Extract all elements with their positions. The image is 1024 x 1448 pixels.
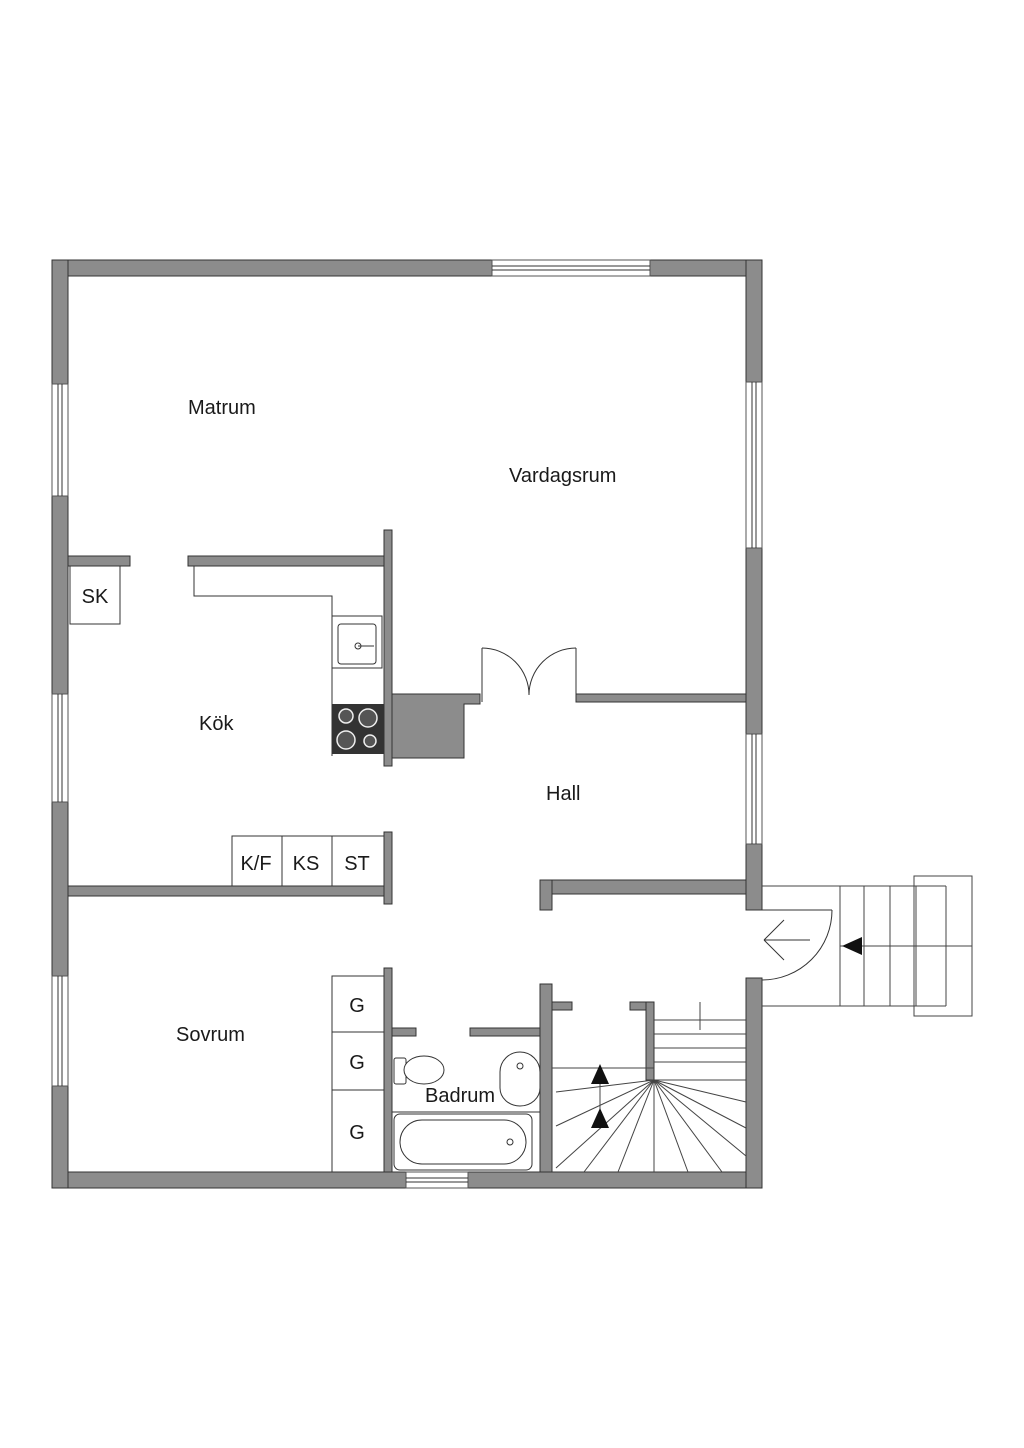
window-right-hall: [745, 733, 763, 845]
window-left-kok: [51, 693, 69, 803]
stair-arrow-up-icon-2: [591, 1108, 609, 1128]
exterior-staircase: [762, 875, 973, 1017]
kitchen-counter: [193, 566, 383, 756]
windows: [51, 259, 763, 1189]
room-label-matrum: Matrum: [188, 397, 256, 419]
wardrobes: [331, 975, 385, 1173]
window-bottom-badrum: [405, 1171, 469, 1189]
room-label-vardagsrum: Vardagsrum: [509, 465, 616, 487]
fixture-label-wardrobe-3: G: [349, 1122, 365, 1144]
room-label-sovrum: Sovrum: [176, 1024, 245, 1046]
bathtub-icon: [393, 1113, 533, 1171]
window-top: [491, 259, 651, 277]
entrance-door: [761, 909, 833, 981]
fixture-label-st: ST: [344, 853, 370, 875]
room-label-kok: Kök: [199, 713, 234, 735]
stair-arrow-up-icon: [591, 1064, 609, 1084]
window-left-sovrum: [51, 975, 69, 1087]
room-label-hall: Hall: [546, 783, 580, 805]
double-door-hall: [481, 647, 577, 702]
window-left-matrum: [51, 383, 69, 497]
entrance-arrow-icon: [842, 937, 862, 955]
room-label-badrum: Badrum: [425, 1085, 495, 1107]
fixture-label-kf: K/F: [240, 853, 271, 875]
fixture-label-ks: KS: [293, 853, 320, 875]
toilet-icon: [393, 1055, 445, 1085]
fixture-label-wardrobe-1: G: [349, 995, 365, 1017]
fixture-label-wardrobe-2: G: [349, 1052, 365, 1074]
internal-staircase: [552, 1002, 747, 1173]
appliances-row: [231, 835, 385, 887]
fixture-label-sk: SK: [82, 586, 109, 608]
stove-icon: [332, 704, 384, 754]
cabinet-sk: [69, 565, 121, 625]
interior-walls: [67, 529, 747, 1173]
sink-icon: [499, 1051, 541, 1107]
window-right-vardagsrum: [745, 381, 763, 549]
